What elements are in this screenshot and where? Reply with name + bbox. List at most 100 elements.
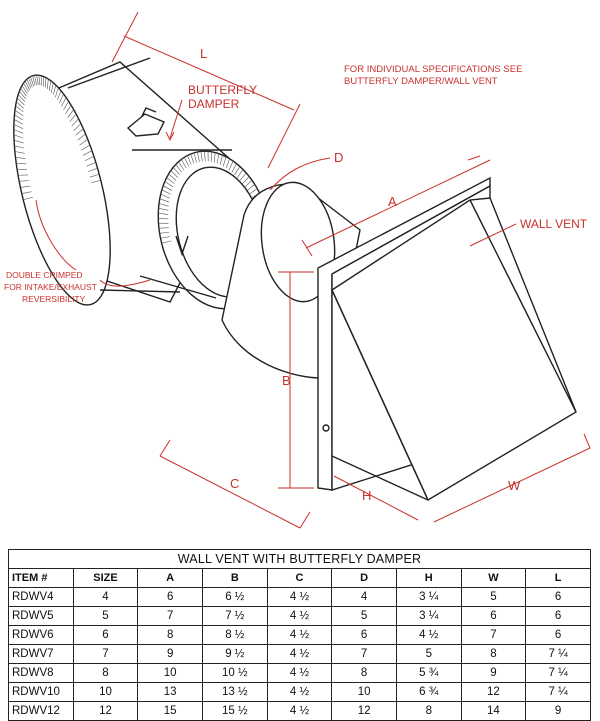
table-cell: 15 bbox=[138, 702, 203, 721]
table-cell: 4 ½ bbox=[267, 645, 332, 664]
table-cell: 4 ½ bbox=[267, 626, 332, 645]
table-cell: 3 ¼ bbox=[396, 588, 461, 607]
spec-note-line-2: BUTTERFLY DAMPER/WALL VENT bbox=[344, 76, 498, 87]
callout-intake-exhaust: FOR INTAKE/EXHAUST bbox=[4, 282, 97, 292]
table-cell: 13 ½ bbox=[202, 683, 267, 702]
table-cell: RDWV12 bbox=[9, 702, 74, 721]
callout-butterfly: BUTTERFLY bbox=[188, 83, 257, 97]
table-cell: 3 ¼ bbox=[396, 607, 461, 626]
table-cell: RDWV4 bbox=[9, 588, 74, 607]
dim-label-L: L bbox=[200, 46, 207, 61]
table-cell: 4 bbox=[73, 588, 138, 607]
column-header: D bbox=[332, 569, 397, 588]
table-cell: 15 ½ bbox=[202, 702, 267, 721]
callout-double-crimped: DOUBLE CRIMPED bbox=[6, 270, 83, 280]
table-cell: 4 ½ bbox=[267, 588, 332, 607]
table-cell: 6 bbox=[526, 607, 591, 626]
table-cell: 5 bbox=[73, 607, 138, 626]
column-header: SIZE bbox=[73, 569, 138, 588]
table-cell: 5 bbox=[396, 645, 461, 664]
table-cell: RDWV8 bbox=[9, 664, 74, 683]
column-header: C bbox=[267, 569, 332, 588]
table-cell: 8 bbox=[461, 645, 526, 664]
table-cell: 7 ½ bbox=[202, 607, 267, 626]
column-header: W bbox=[461, 569, 526, 588]
table-cell: 12 bbox=[461, 683, 526, 702]
dim-label-A: A bbox=[388, 194, 397, 209]
table-cell: 4 ½ bbox=[267, 683, 332, 702]
table-cell: 9 bbox=[138, 645, 203, 664]
table-cell: 9 bbox=[461, 664, 526, 683]
table-cell: 8 bbox=[396, 702, 461, 721]
table-cell: 6 bbox=[461, 607, 526, 626]
table-cell: 5 bbox=[461, 588, 526, 607]
table-cell: 5 ¾ bbox=[396, 664, 461, 683]
dim-label-B: B bbox=[282, 373, 291, 388]
callout-wall-vent: WALL VENT bbox=[520, 217, 588, 231]
spec-table: WALL VENT WITH BUTTERFLY DAMPER ITEM #SI… bbox=[8, 549, 591, 721]
table-cell: 12 bbox=[73, 702, 138, 721]
table-title-row: WALL VENT WITH BUTTERFLY DAMPER bbox=[9, 550, 591, 569]
table-cell: 8 bbox=[332, 664, 397, 683]
column-header: ITEM # bbox=[9, 569, 74, 588]
table-cell: RDWV5 bbox=[9, 607, 74, 626]
table-cell: RDWV10 bbox=[9, 683, 74, 702]
table-cell: 10 bbox=[138, 664, 203, 683]
wall-vent-diagram: L D A B C H W BUTTERFLY DAMPER WALL VENT… bbox=[0, 0, 600, 545]
table-cell: 9 ½ bbox=[202, 645, 267, 664]
callout-reversibility: REVERSIBILITY bbox=[22, 294, 86, 304]
column-header: A bbox=[138, 569, 203, 588]
table-cell: 6 bbox=[526, 588, 591, 607]
table-title: WALL VENT WITH BUTTERFLY DAMPER bbox=[9, 550, 591, 569]
table-cell: 9 bbox=[526, 702, 591, 721]
table-cell: 6 bbox=[526, 626, 591, 645]
table-cell: 7 bbox=[461, 626, 526, 645]
table-cell: 8 bbox=[73, 664, 138, 683]
table-cell: 7 bbox=[138, 607, 203, 626]
table-cell: 8 ½ bbox=[202, 626, 267, 645]
table-cell: 7 bbox=[332, 645, 397, 664]
table-cell: 4 ½ bbox=[267, 607, 332, 626]
table-cell: 7 ¼ bbox=[526, 664, 591, 683]
table-cell: 13 bbox=[138, 683, 203, 702]
table-cell: 12 bbox=[332, 702, 397, 721]
dim-label-C: C bbox=[230, 476, 239, 491]
table-cell: 7 bbox=[73, 645, 138, 664]
table-cell: 10 ½ bbox=[202, 664, 267, 683]
table-cell: 6 bbox=[73, 626, 138, 645]
table-cell: 10 bbox=[73, 683, 138, 702]
table-cell: 4 bbox=[332, 588, 397, 607]
table-cell: 6 ¾ bbox=[396, 683, 461, 702]
spec-note-line-1: FOR INDIVIDUAL SPECIFICATIONS SEE bbox=[344, 64, 522, 75]
dim-label-D: D bbox=[334, 150, 343, 165]
dim-label-H: H bbox=[362, 488, 371, 503]
table-cell: 7 ¼ bbox=[526, 645, 591, 664]
table-cell: 6 bbox=[332, 626, 397, 645]
table-cell: 6 ½ bbox=[202, 588, 267, 607]
table-cell: RDWV6 bbox=[9, 626, 74, 645]
table-cell: 7 ¼ bbox=[526, 683, 591, 702]
table-cell: 5 bbox=[332, 607, 397, 626]
column-header: H bbox=[396, 569, 461, 588]
table-cell: 6 bbox=[138, 588, 203, 607]
table-cell: 4 ½ bbox=[396, 626, 461, 645]
table-cell: 8 bbox=[138, 626, 203, 645]
table-cell: RDWV7 bbox=[9, 645, 74, 664]
column-header: B bbox=[202, 569, 267, 588]
dim-label-W: W bbox=[508, 478, 521, 493]
table-cell: 14 bbox=[461, 702, 526, 721]
table-cell: 4 ½ bbox=[267, 702, 332, 721]
column-header: L bbox=[526, 569, 591, 588]
callout-damper: DAMPER bbox=[188, 97, 240, 111]
table-cell: 10 bbox=[332, 683, 397, 702]
table-cell: 4 ½ bbox=[267, 664, 332, 683]
